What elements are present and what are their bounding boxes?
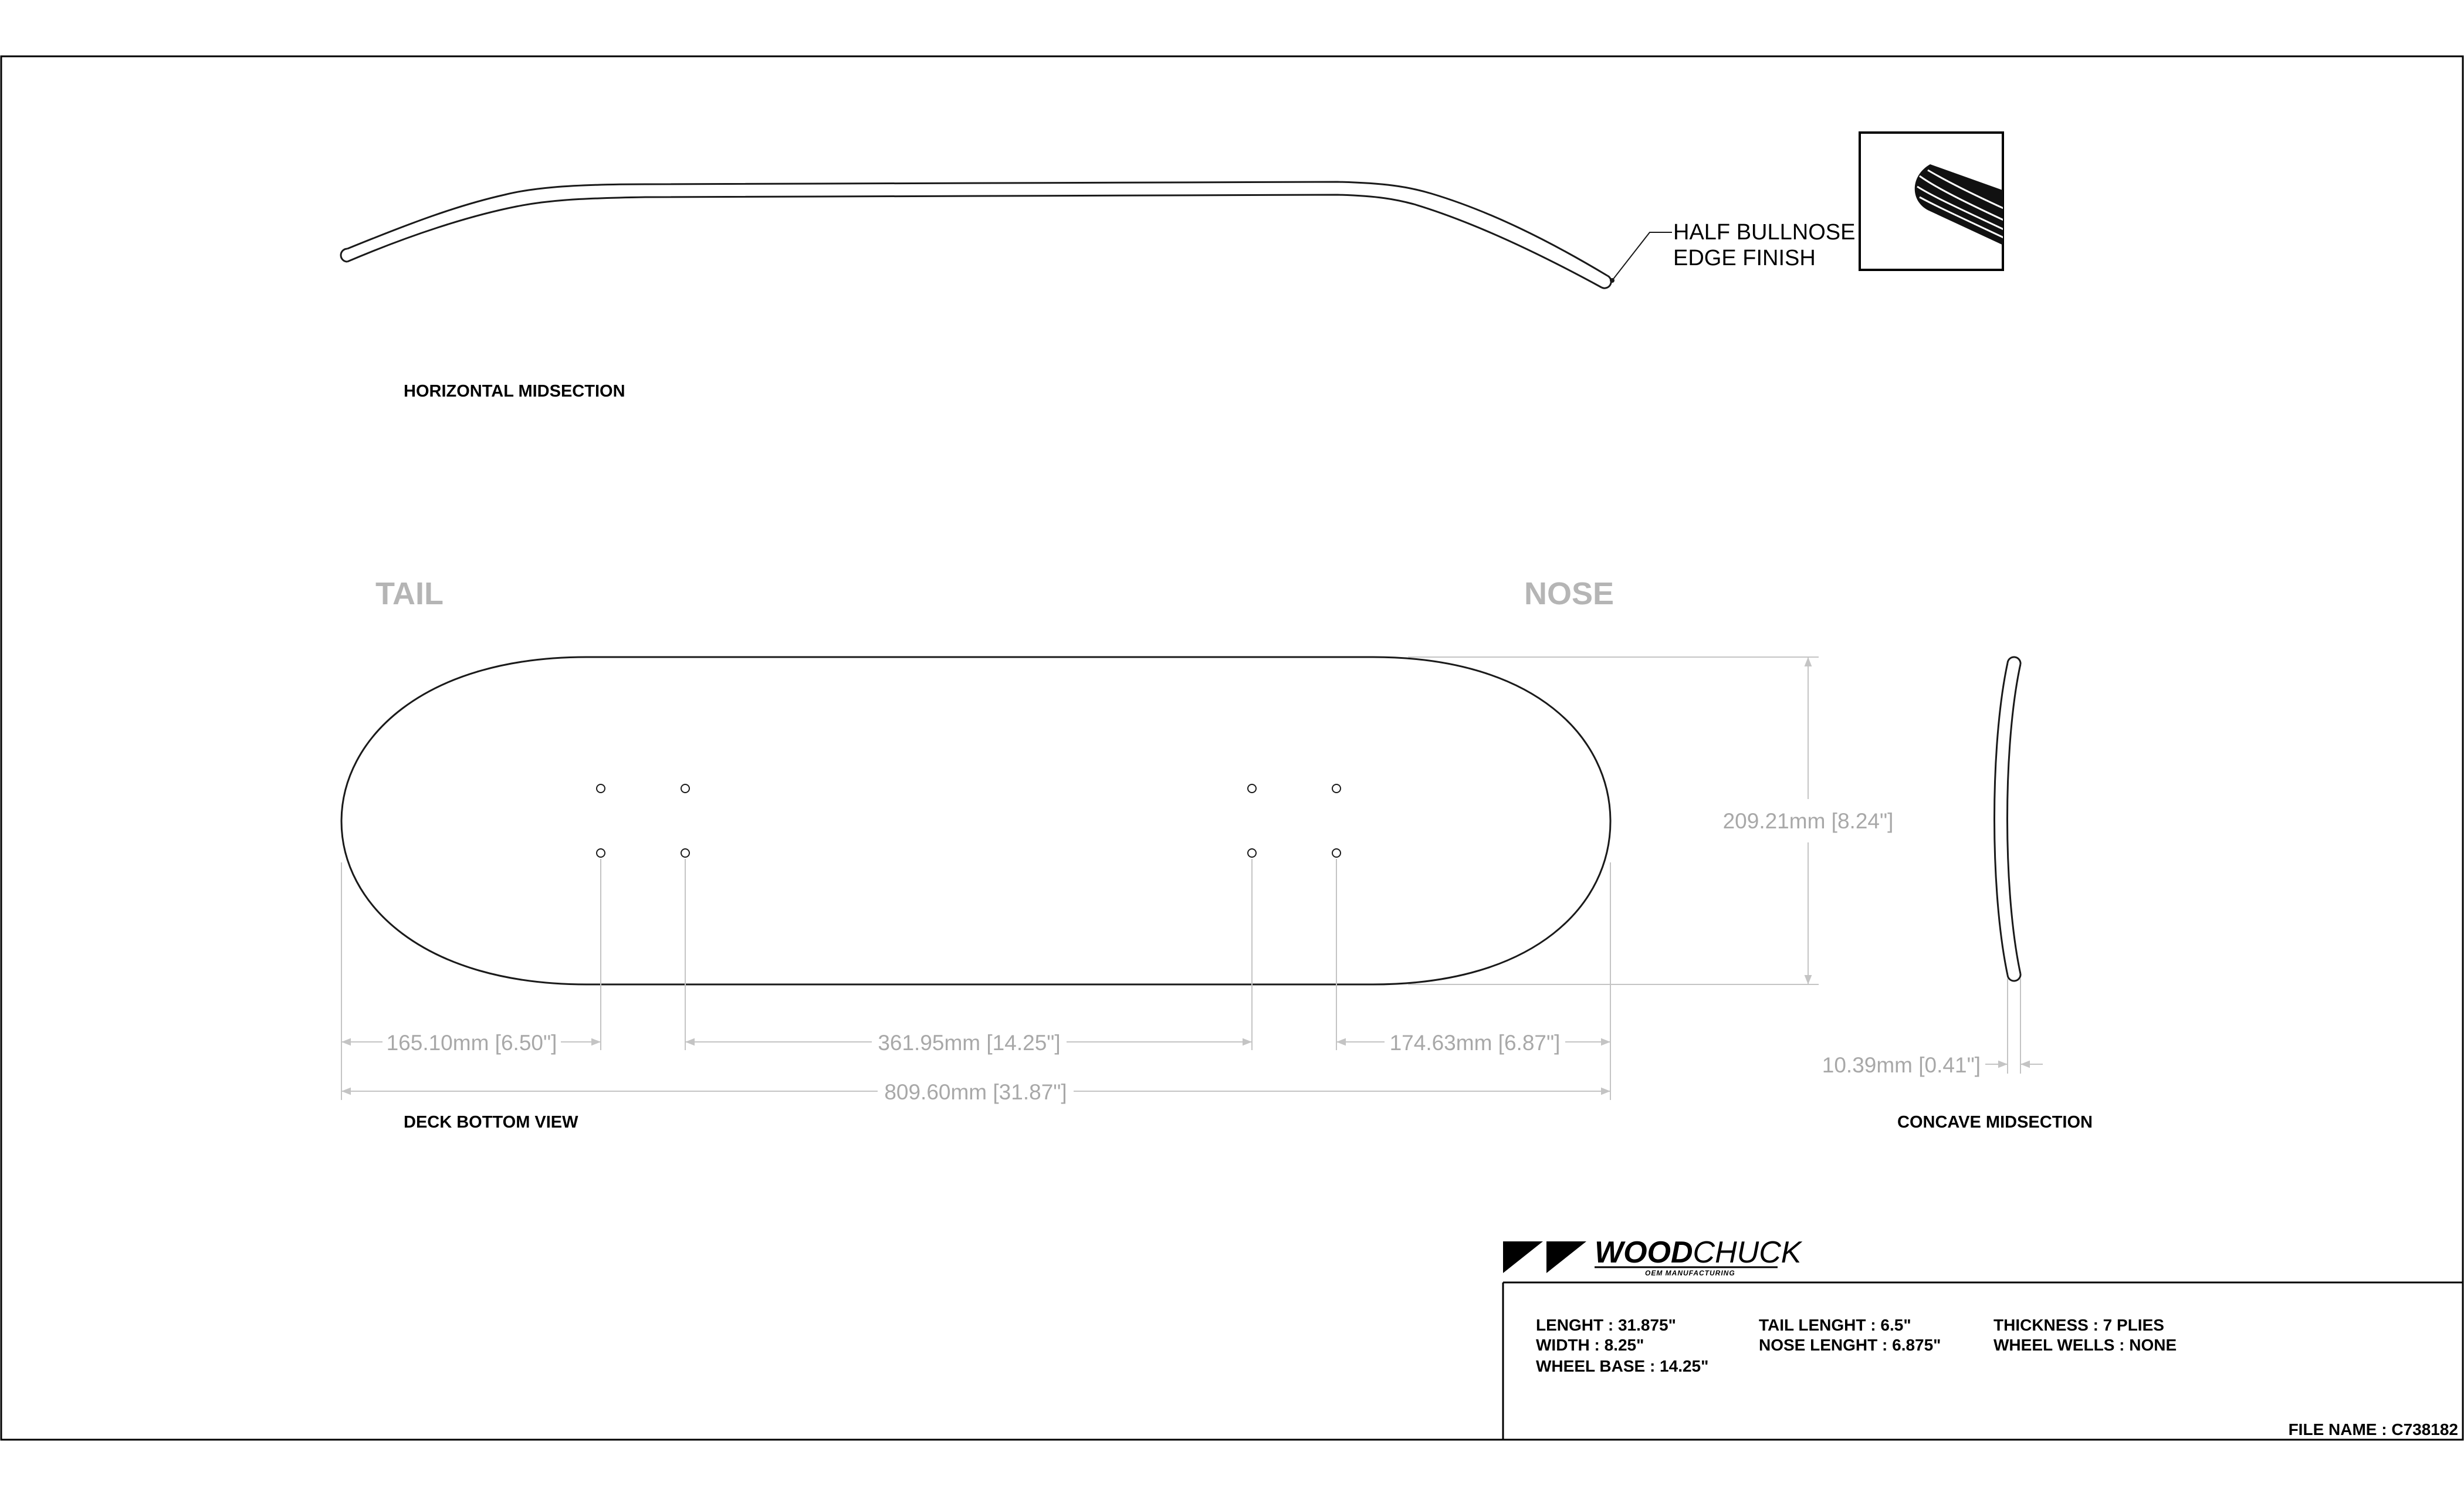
title-block <box>1502 1281 2463 1440</box>
truck-hole <box>1332 784 1341 793</box>
horizontal-midsection-label: HORIZONTAL MIDSECTION <box>404 382 625 401</box>
edge-finish-callout-leader <box>1610 232 1672 283</box>
truck-holes <box>596 784 1341 858</box>
concave-midsection-label: CONCAVE MIDSECTION <box>1897 1113 2093 1132</box>
tail-label: TAIL <box>375 576 444 611</box>
edge-finish-callout-line2: EDGE FINISH <box>1673 246 1816 270</box>
brand-name-bold: WOOD <box>1595 1236 1693 1270</box>
spec-length: LENGHT : 31.875" <box>1536 1316 1676 1334</box>
truck-hole <box>596 848 605 858</box>
extension-lines <box>341 656 1819 1100</box>
spec-tail-length: TAIL LENGHT : 6.5" <box>1759 1316 1911 1334</box>
nose-length-dimension-text: 174.63mm [6.87"] <box>1390 1031 1561 1055</box>
spec-thickness: THICKNESS : 7 PLIES <box>1993 1316 2164 1334</box>
overall-length-dimension-text: 809.60mm [31.87"] <box>884 1080 1067 1104</box>
truck-hole <box>681 848 690 858</box>
deck-bottom-view-label: DECK BOTTOM VIEW <box>404 1113 578 1132</box>
deck-outline <box>340 656 1612 986</box>
horizontal-midsection-profile <box>340 181 1612 289</box>
concave-depth-dimension <box>1985 979 2043 1074</box>
spec-width: WIDTH : 8.25" <box>1536 1336 1644 1354</box>
sheet-border <box>0 55 2464 1441</box>
width-dimension-text: 209.21mm [8.24"] <box>1723 809 1894 833</box>
nose-label: NOSE <box>1524 576 1614 611</box>
concave-depth-dimension-text: 10.39mm [0.41"] <box>1822 1053 1981 1077</box>
truck-hole <box>1247 848 1257 858</box>
concave-midsection-profile <box>1993 656 2022 982</box>
woodchuck-logo: WOODCHUCK OEM MANUFACTURING <box>1503 1236 1803 1277</box>
spec-nose-length: NOSE LENGHT : 6.875" <box>1759 1336 1941 1354</box>
edge-finish-callout-line1: HALF BULLNOSE <box>1673 220 1855 245</box>
edge-finish-detail <box>1859 131 2004 271</box>
svg-text:WOODCHUCK: WOODCHUCK <box>1595 1236 1803 1270</box>
wheel-base-dimension-text: 361.95mm [14.25"] <box>878 1031 1060 1055</box>
brand-name-rest: CHUCK <box>1693 1236 1803 1270</box>
truck-hole <box>1247 784 1257 793</box>
file-name: FILE NAME : C738182 <box>2289 1420 2458 1439</box>
truck-hole <box>1332 848 1341 858</box>
brand-tagline: OEM MANUFACTURING <box>1645 1269 1735 1277</box>
truck-hole <box>681 784 690 793</box>
tail-length-dimension-text: 165.10mm [6.50"] <box>387 1031 557 1055</box>
spec-wheel-wells: WHEEL WELLS : NONE <box>1993 1336 2177 1354</box>
truck-hole <box>596 784 605 793</box>
spec-wheel-base: WHEEL BASE : 14.25" <box>1536 1357 1708 1375</box>
